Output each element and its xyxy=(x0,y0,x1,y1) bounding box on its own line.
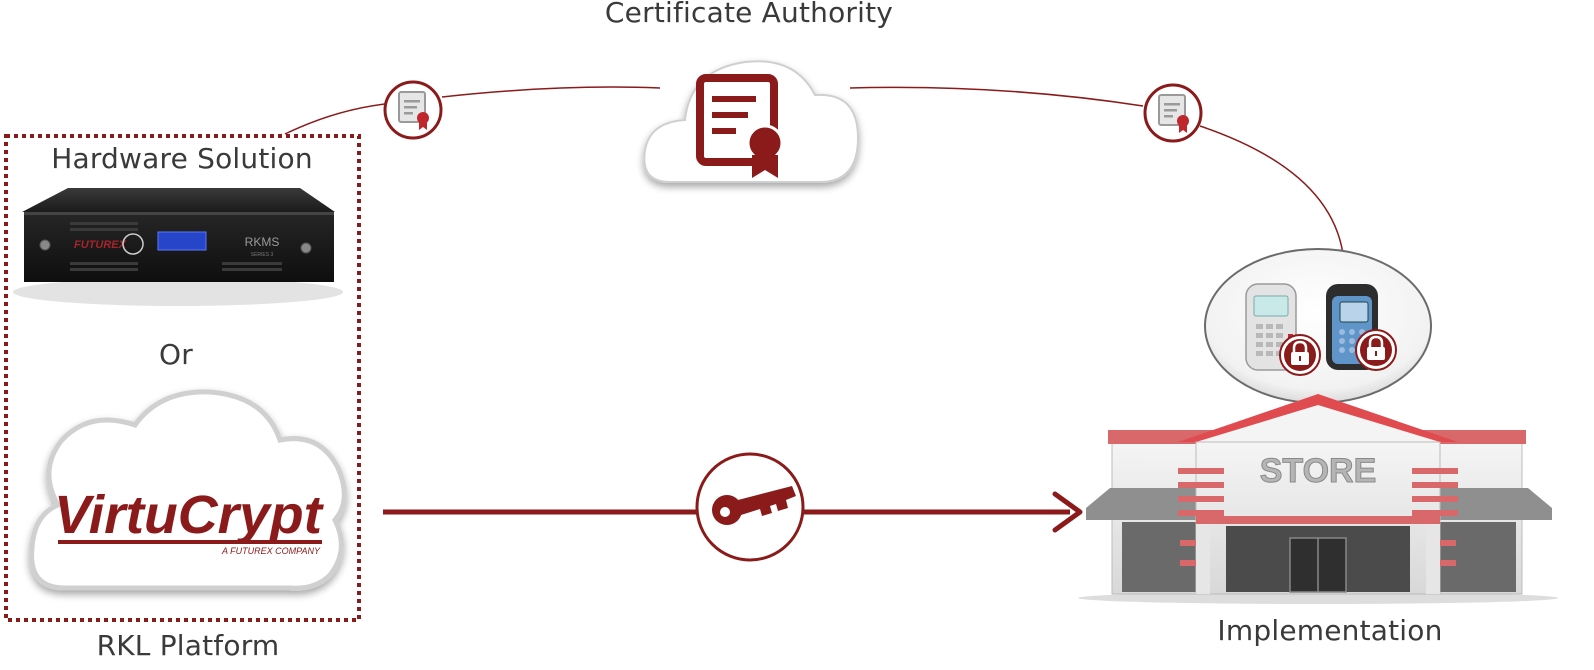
device-model: RKMS xyxy=(245,235,280,249)
device-screw-left-icon xyxy=(39,239,51,251)
lock-icon xyxy=(1279,334,1321,376)
virtucrypt-underline xyxy=(58,540,322,544)
hardware-solution-label: Hardware Solution xyxy=(51,142,313,175)
certificate-icon xyxy=(696,74,784,178)
hsm-hardware-device: FUTUREX RKMS SERIES 3 xyxy=(13,188,343,306)
certificate-badge-right-icon xyxy=(1143,83,1203,143)
store-sign: STORE xyxy=(1260,452,1377,490)
line-badge-to-cloud-left xyxy=(441,86,661,98)
rkl-platform-label: RKL Platform xyxy=(96,629,280,662)
store-building: STORE xyxy=(1078,394,1558,604)
certificate-authority-label: Certificate Authority xyxy=(604,0,894,29)
device-series: SERIES 3 xyxy=(251,252,274,258)
implementation-label: Implementation xyxy=(1217,614,1443,647)
certificate-badge-left-icon xyxy=(383,80,443,140)
virtucrypt-tagline: A FUTUREX COMPANY xyxy=(221,546,321,556)
virtucrypt-cloud xyxy=(29,389,347,591)
lock-icon xyxy=(1355,329,1397,371)
line-hardware-to-ca xyxy=(284,103,386,135)
rkl-platform-frame xyxy=(4,134,361,622)
line-cloud-to-badge-right xyxy=(849,86,1144,107)
device-screw-right-icon xyxy=(300,242,312,254)
line-badge-to-terminals xyxy=(1199,125,1344,255)
ca-connection-lines xyxy=(284,86,1344,255)
key-icon xyxy=(695,452,805,562)
virtucrypt-logo: VirtuCrypt xyxy=(54,485,324,545)
or-label: Or xyxy=(159,338,193,371)
payment-terminals-bubble xyxy=(1204,248,1432,404)
device-brand: FUTUREX xyxy=(74,239,127,251)
